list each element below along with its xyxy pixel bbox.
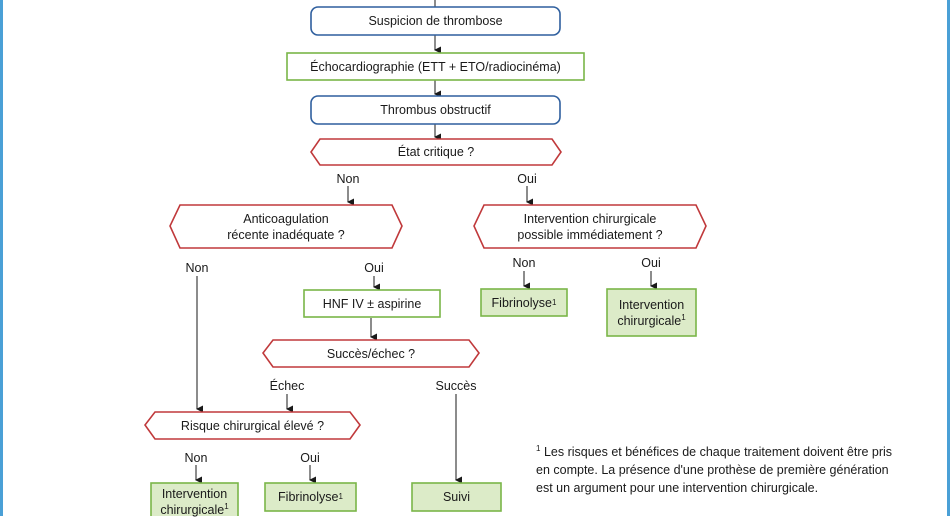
edge-label-success: Succès [435,379,477,393]
node-fibrinolysis-bottom-box [264,482,357,512]
node-fibrinolysis-right-box [480,288,568,317]
edge-label-anticoag-yes: Oui [364,261,384,275]
node-hnf: HNF IV ± aspirine [322,296,422,311]
edge-label-risk-no: Non [184,451,208,465]
node-critical: État critique ? [397,145,475,159]
node-surgery-bottom-box [150,482,239,516]
footnote-text: Les risques et bénéfices de chaque trait… [536,445,893,495]
node-echo: Échocardiographie (ETT + ETO/radiocinéma… [310,59,561,74]
footnote: 1 Les risques et bénéfices de chaque tra… [536,443,896,497]
node-success-failure-box [262,339,480,368]
footnote-marker: 1 [536,443,541,453]
node-anticoag-box [169,204,403,249]
node-surgery-right-box [606,288,697,337]
node-surgical-risk-box [144,411,361,440]
edge-label-surgery-yes: Oui [641,256,661,270]
node-followup: Suivi [442,490,471,504]
node-surgical-risk: Risque chirurgical élevé ? [180,418,325,433]
node-obstructive-box [310,95,561,125]
node-echo-box [286,52,585,81]
edge-label-risk-yes: Oui [300,451,320,465]
node-critical-box [310,138,562,166]
edge-label-critical-yes: Oui [517,172,537,186]
node-obstructive: Thrombus obstructif [380,103,491,117]
node-surgery-possible-box [473,204,707,249]
edge-label-failure: Échec [269,379,305,393]
node-suspicion: Suspicion de thrombose [368,14,503,28]
edge-label-surgery-no: Non [512,256,536,270]
node-followup-box [411,482,502,512]
edge-label-critical-no: Non [336,172,360,186]
edge-label-anticoag-no: Non [185,261,209,275]
node-hnf-box [303,289,441,318]
node-success-failure: Succès/échec ? [326,346,416,361]
connectors [195,0,657,484]
node-suspicion-box [310,6,561,36]
